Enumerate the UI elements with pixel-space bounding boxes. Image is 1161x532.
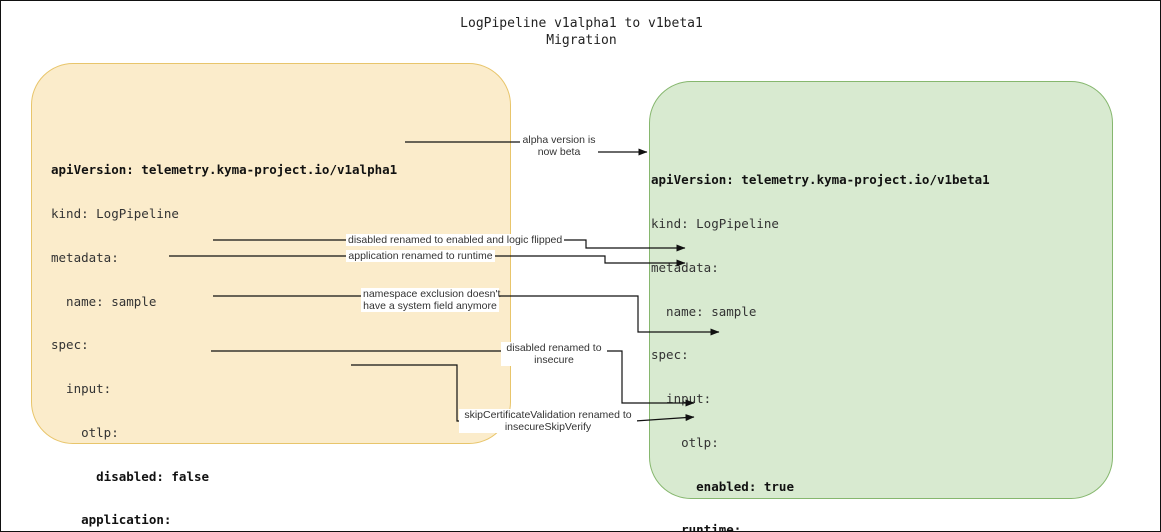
yaml-line: name: sample [51,293,157,309]
yaml-line: runtime: [651,522,742,532]
diagram-title: LogPipeline v1alpha1 to v1beta1 Migratio… [460,16,703,48]
yaml-line: input: [51,381,112,397]
yaml-line: application: [51,512,172,528]
annotation-apiversion-renamed: alpha version is now beta [520,134,598,158]
yaml-line: disabled: false [51,468,210,484]
v1alpha1-yaml: apiVersion: telemetry.kyma-project.io/v1… [51,134,398,531]
yaml-line: spec: [51,337,89,353]
yaml-line: spec: [651,347,689,363]
annotation-disabled-renamed-insecure: disabled renamed to insecure [501,342,607,366]
yaml-line: kind: LogPipeline [651,215,779,231]
yaml-line: input: [651,391,712,407]
v1beta1-panel [649,81,1113,499]
annotation-disabled-renamed-enabled: disabled renamed to enabled and logic fl… [346,234,564,246]
annotation-namespace-exclusion: namespace exclusion doesn't have a syste… [361,288,501,312]
yaml-line: metadata: [651,259,719,275]
annotation-application-renamed-runtime: application renamed to runtime [346,250,495,262]
v1beta1-yaml: apiVersion: telemetry.kyma-project.io/v1… [651,144,990,532]
yaml-line: otlp: [51,424,119,440]
yaml-line: otlp: [651,434,719,450]
yaml-line: apiVersion: telemetry.kyma-project.io/v1… [651,172,990,188]
annotation-skipcert-renamed: skipCertificateValidation renamed to ins… [459,409,637,433]
yaml-line: metadata: [51,249,119,265]
yaml-line: enabled: true [651,478,794,494]
yaml-line: kind: LogPipeline [51,205,179,221]
yaml-line: name: sample [651,303,757,319]
yaml-line: apiVersion: telemetry.kyma-project.io/v1… [51,162,398,178]
